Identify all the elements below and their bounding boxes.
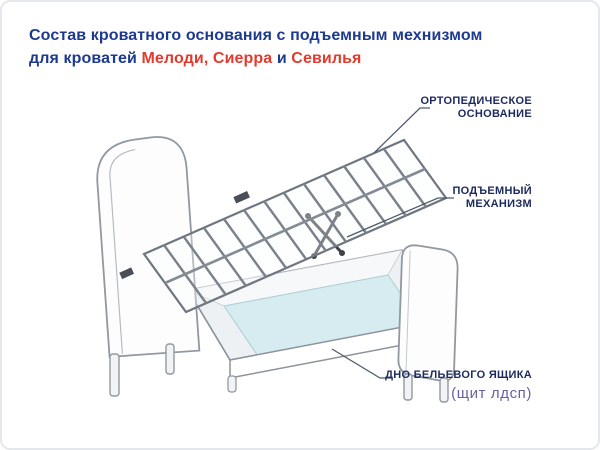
footboard bbox=[397, 244, 459, 403]
callout-orthopedic-base: ОРТОПЕДИЧЕСКОЕ ОСНОВАНИЕ bbox=[420, 95, 532, 121]
title-line1: Состав кроватного основания с подъемным … bbox=[29, 27, 483, 44]
callout-lift-mechanism: ПОДЪЕМНЫЙ МЕХАНИЗМ bbox=[452, 185, 532, 211]
footboard-leg bbox=[403, 373, 413, 401]
leader-line-drawer bbox=[331, 348, 392, 379]
headboard bbox=[96, 136, 201, 397]
callout-drawer-bottom: ДНО БЕЛЬЕВОГО ЯЩИКА (щит лдсп) bbox=[385, 369, 532, 403]
callout-drawer-note: (щит лдсп) bbox=[451, 385, 532, 402]
page-title: Состав кроватного основания с подъемным … bbox=[29, 24, 482, 70]
callout-mechanism-line2: МЕХАНИЗМ bbox=[465, 198, 532, 210]
title-line2: для кроватей Мелоди, Сиерра и Севилья bbox=[29, 47, 482, 70]
title-model-names-1: Мелоди, Сиерра bbox=[141, 50, 273, 67]
bed-frame bbox=[186, 249, 452, 379]
leader-line-mechanism bbox=[346, 197, 454, 238]
center-rail bbox=[164, 167, 426, 285]
callout-orthopedic-line2: ОСНОВАНИЕ bbox=[457, 108, 532, 120]
latch-bracket bbox=[119, 267, 135, 280]
leader-line-orthopedic bbox=[373, 107, 430, 154]
title-model-names-2: Севилья bbox=[291, 50, 362, 67]
headboard-leg bbox=[165, 343, 175, 375]
frame-leg bbox=[227, 375, 237, 393]
callout-mechanism-line1: ПОДЪЕМНЫЙ bbox=[452, 185, 532, 197]
callout-drawer-line1: ДНО БЕЛЬЕВОГО ЯЩИКА bbox=[385, 369, 532, 381]
headboard-leg bbox=[109, 353, 120, 397]
footboard-leg bbox=[439, 377, 449, 403]
hinge-bracket bbox=[233, 191, 250, 204]
title-line2-prefix: для кроватей bbox=[29, 50, 137, 67]
callout-orthopedic-line1: ОРТОПЕДИЧЕСКОЕ bbox=[420, 95, 532, 107]
title-conjunction: и bbox=[276, 50, 287, 67]
